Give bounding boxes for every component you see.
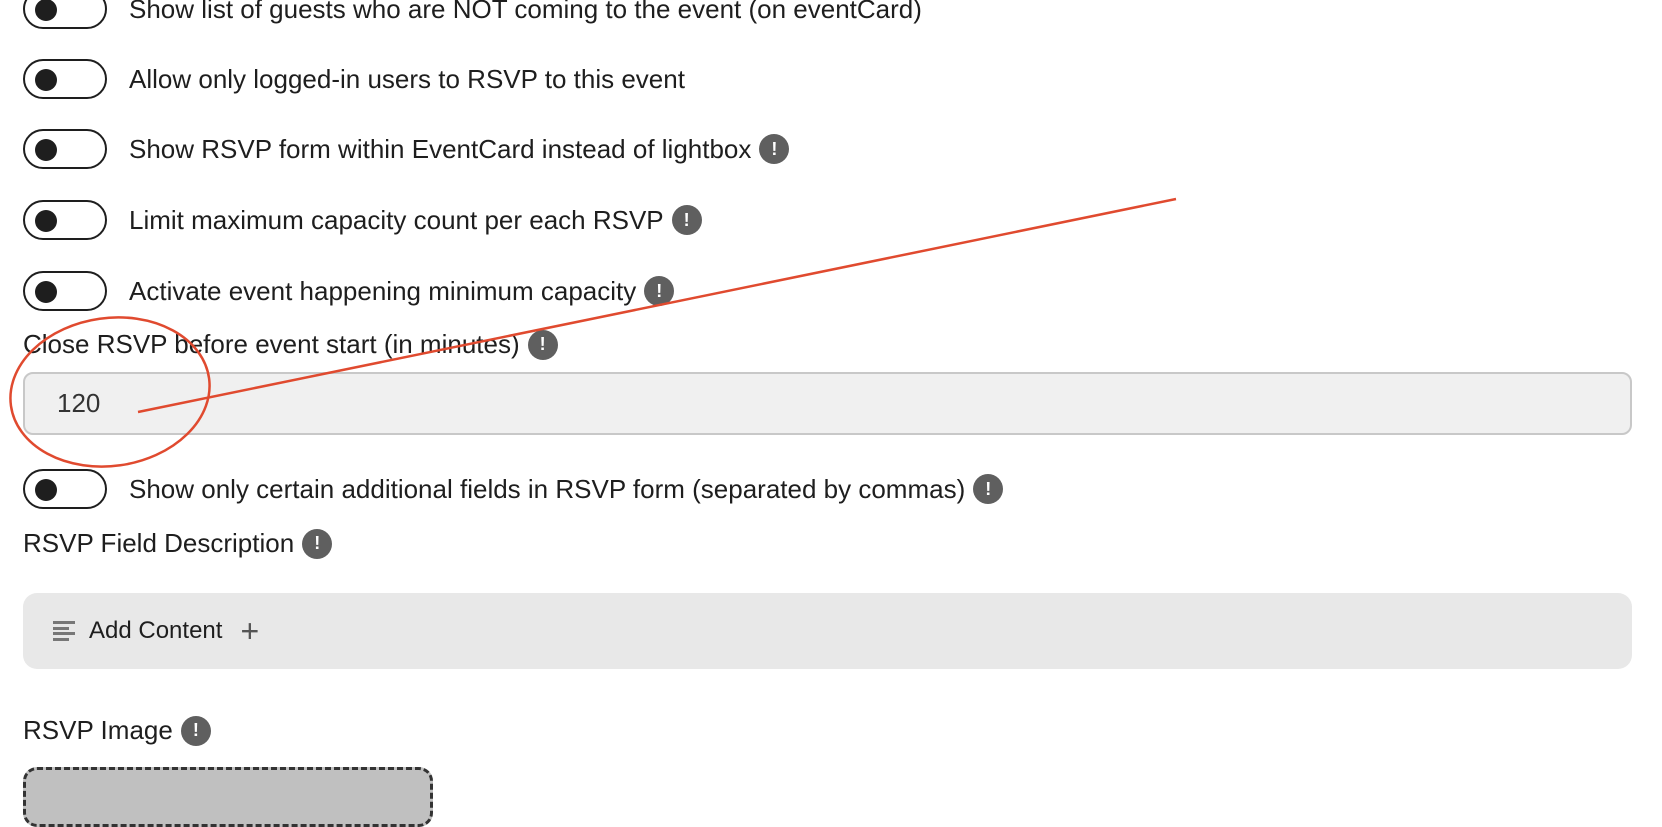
toggle-row-limit-capacity: Limit maximum capacity count per each RS… bbox=[23, 198, 702, 242]
toggle-label: Show RSVP form within EventCard instead … bbox=[129, 133, 752, 164]
toggle-row-logged-in-only: Allow only logged-in users to RSVP to th… bbox=[23, 57, 685, 101]
toggle-label: Allow only logged-in users to RSVP to th… bbox=[129, 63, 685, 94]
toggle-row-form-in-eventcard: Show RSVP form within EventCard instead … bbox=[23, 127, 790, 171]
close-rsvp-minutes-input[interactable]: 120 bbox=[23, 372, 1632, 435]
toggle-switch[interactable] bbox=[23, 200, 107, 240]
info-icon[interactable]: ! bbox=[302, 528, 333, 559]
rsvp-image-label: RSVP Image ! bbox=[23, 715, 211, 746]
rsvp-image-dropzone[interactable] bbox=[23, 767, 433, 827]
field-description-label: RSVP Field Description ! bbox=[23, 528, 333, 559]
toggle-switch[interactable] bbox=[23, 129, 107, 169]
info-icon[interactable]: ! bbox=[644, 276, 675, 306]
plus-icon: + bbox=[240, 613, 260, 649]
info-icon[interactable]: ! bbox=[973, 474, 1004, 504]
toggle-label: Activate event happening minimum capacit… bbox=[129, 275, 637, 306]
info-icon[interactable]: ! bbox=[180, 715, 211, 746]
close-rsvp-label-text: Close RSVP before event start (in minute… bbox=[23, 329, 520, 359]
toggle-switch[interactable] bbox=[23, 271, 107, 311]
add-content-button[interactable]: Add Content + bbox=[23, 593, 1632, 669]
field-description-label-text: RSVP Field Description bbox=[23, 528, 295, 558]
toggle-label: Show only certain additional fields in R… bbox=[129, 473, 966, 504]
info-icon[interactable]: ! bbox=[527, 329, 558, 360]
toggle-row-minimum-capacity: Activate event happening minimum capacit… bbox=[23, 269, 675, 313]
toggle-switch[interactable] bbox=[23, 0, 107, 29]
toggle-row-additional-fields: Show only certain additional fields in R… bbox=[23, 467, 1004, 511]
text-align-icon bbox=[53, 621, 75, 641]
toggle-label: Show list of guests who are NOT coming t… bbox=[129, 0, 922, 24]
close-rsvp-label: Close RSVP before event start (in minute… bbox=[23, 329, 558, 360]
toggle-switch[interactable] bbox=[23, 59, 107, 99]
info-icon[interactable]: ! bbox=[759, 134, 790, 164]
add-content-label: Add Content bbox=[89, 617, 223, 644]
info-icon[interactable]: ! bbox=[671, 205, 702, 235]
toggle-row-not-coming-guests: Show list of guests who are NOT coming t… bbox=[23, 0, 922, 31]
toggle-label: Limit maximum capacity count per each RS… bbox=[129, 204, 664, 235]
rsvp-image-label-text: RSVP Image bbox=[23, 715, 173, 745]
toggle-switch[interactable] bbox=[23, 469, 107, 509]
